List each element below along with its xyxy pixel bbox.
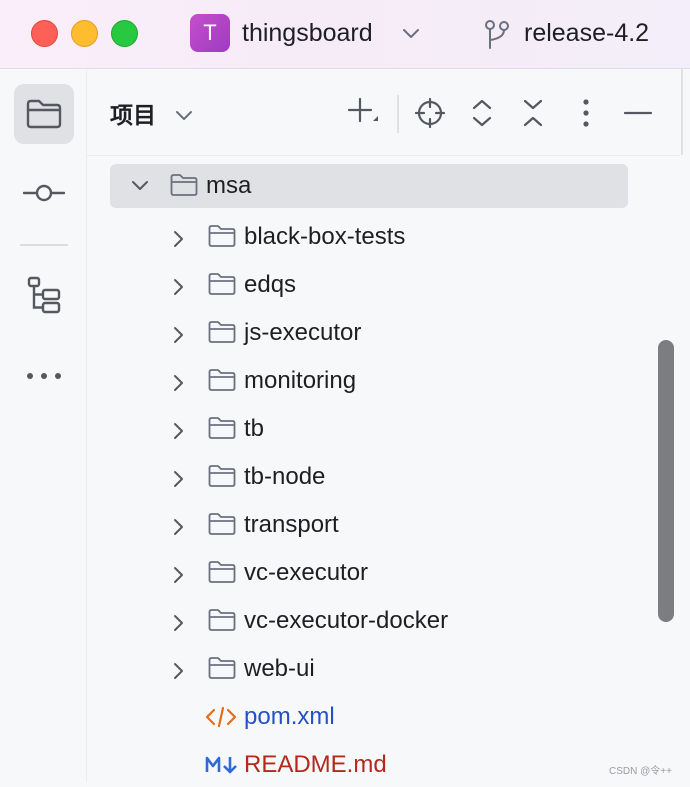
- tree-row-root[interactable]: msa: [110, 164, 628, 208]
- title-bar: T thingsboard release-4.2: [0, 0, 690, 69]
- chevron-right-icon[interactable]: [171, 517, 187, 542]
- tree-item-label: web-ui: [244, 655, 315, 682]
- tree-row-folder[interactable]: vc-executor: [87, 551, 647, 595]
- minimize-window-button[interactable]: [71, 20, 98, 47]
- folder-icon: [208, 608, 236, 637]
- tree-item-label: tb-node: [244, 463, 326, 490]
- tree-item-label: msa: [206, 172, 252, 199]
- strip-separator: [20, 244, 68, 246]
- project-badge[interactable]: T: [190, 14, 230, 52]
- git-branch-name[interactable]: release-4.2: [524, 19, 650, 47]
- tree-item-label: edqs: [244, 271, 297, 298]
- options-button[interactable]: [568, 95, 604, 131]
- watermark: CSDN @令++: [609, 766, 672, 777]
- tool-window-strip: [0, 69, 87, 782]
- chevron-right-icon[interactable]: [171, 373, 187, 398]
- markdown-file-icon: [205, 755, 239, 780]
- header-separator: [397, 95, 399, 133]
- chevron-right-icon[interactable]: [171, 421, 187, 446]
- more-vertical-icon: [583, 99, 589, 127]
- locate-file-button[interactable]: [412, 95, 448, 131]
- folder-icon: [208, 512, 236, 541]
- more-tools-button[interactable]: [14, 346, 74, 406]
- folder-icon: [26, 99, 62, 129]
- commit-icon: [23, 184, 65, 202]
- folder-icon: [208, 224, 236, 253]
- tree-row-folder[interactable]: monitoring: [87, 359, 647, 403]
- project-chevron-down-icon[interactable]: [401, 24, 421, 42]
- expand-all-button[interactable]: [464, 95, 500, 131]
- folder-icon: [208, 368, 236, 397]
- panel-title[interactable]: 项目: [110, 102, 156, 128]
- tree-row-folder[interactable]: vc-executor-docker: [87, 599, 647, 643]
- tree-row-folder[interactable]: edqs: [87, 263, 647, 307]
- chevron-right-icon[interactable]: [171, 229, 187, 254]
- collapse-all-icon: [523, 99, 543, 127]
- tree-row-folder[interactable]: js-executor: [87, 311, 647, 355]
- chevron-right-icon[interactable]: [171, 469, 187, 494]
- project-tree: msa black-box-tests edqs js-executor mon…: [87, 156, 690, 782]
- minimize-icon: [624, 111, 652, 115]
- project-name[interactable]: thingsboard: [242, 19, 373, 47]
- locate-icon: [414, 97, 446, 129]
- more-horizontal-icon: [27, 373, 61, 379]
- git-branch-icon[interactable]: [483, 18, 511, 55]
- chevron-right-icon[interactable]: [171, 277, 187, 302]
- xml-file-icon: [205, 706, 237, 733]
- folder-icon: [208, 656, 236, 685]
- tree-row-folder[interactable]: tb-node: [87, 455, 647, 499]
- chevron-down-icon[interactable]: [130, 178, 150, 199]
- tree-item-label: pom.xml: [244, 703, 335, 730]
- tree-item-label: vc-executor: [244, 559, 369, 586]
- tree-row-folder[interactable]: tb: [87, 407, 647, 451]
- structure-tool-button[interactable]: [14, 265, 74, 325]
- folder-icon: [208, 320, 236, 349]
- project-tool-button[interactable]: [14, 84, 74, 144]
- expand-all-icon: [472, 99, 492, 127]
- structure-icon: [27, 276, 61, 314]
- tree-row-file[interactable]: README.md: [87, 743, 647, 787]
- tree-item-label: transport: [244, 511, 339, 538]
- panel-divider: [681, 69, 683, 155]
- tree-item-label: vc-executor-docker: [244, 607, 449, 634]
- folder-icon: [208, 416, 236, 445]
- tree-row-folder[interactable]: black-box-tests: [87, 215, 647, 259]
- tree-row-file[interactable]: pom.xml: [87, 695, 647, 739]
- add-icon: [347, 97, 378, 123]
- tree-item-label: js-executor: [244, 319, 362, 346]
- folder-icon: [170, 173, 198, 202]
- zoom-window-button[interactable]: [111, 20, 138, 47]
- project-panel-header: 项目: [87, 69, 680, 156]
- hide-panel-button[interactable]: [620, 95, 656, 131]
- add-button[interactable]: [345, 95, 381, 131]
- tree-item-label: tb: [244, 415, 265, 442]
- chevron-right-icon[interactable]: [171, 565, 187, 590]
- folder-icon: [208, 272, 236, 301]
- vertical-scrollbar[interactable]: [658, 340, 674, 622]
- tree-row-folder[interactable]: transport: [87, 503, 647, 547]
- tree-row-folder[interactable]: web-ui: [87, 647, 647, 691]
- folder-icon: [208, 560, 236, 589]
- close-window-button[interactable]: [31, 20, 58, 47]
- collapse-all-button[interactable]: [515, 95, 551, 131]
- chevron-right-icon[interactable]: [171, 613, 187, 638]
- tree-item-label: monitoring: [244, 367, 357, 394]
- chevron-right-icon[interactable]: [171, 661, 187, 686]
- chevron-right-icon[interactable]: [171, 325, 187, 350]
- tree-item-label: black-box-tests: [244, 223, 406, 250]
- tree-item-label: README.md: [244, 751, 387, 778]
- folder-icon: [208, 464, 236, 493]
- commit-tool-button[interactable]: [14, 163, 74, 223]
- panel-title-chevron-down-icon[interactable]: [174, 107, 194, 125]
